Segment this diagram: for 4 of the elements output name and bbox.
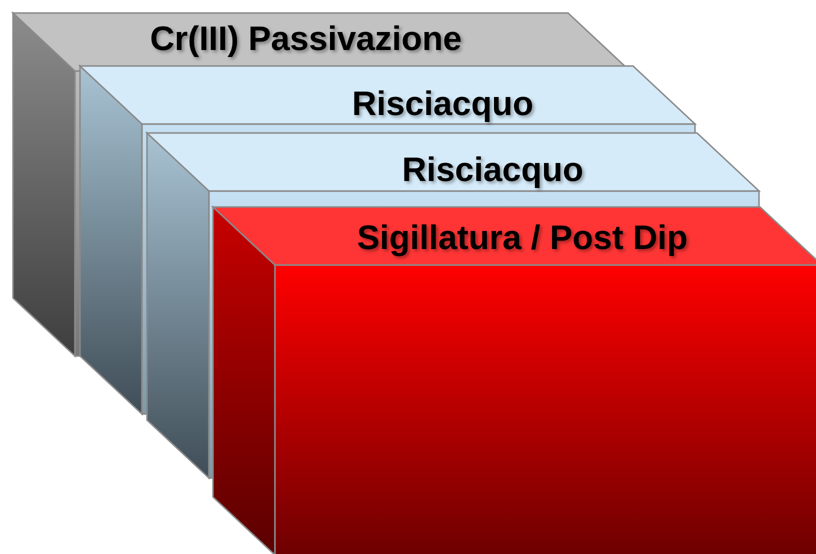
tank-label: Sigillatura / Post Dip <box>357 221 688 255</box>
tank-label: Risciacquo <box>352 87 534 121</box>
tank-label: Risciacquo <box>402 153 584 187</box>
tank-label: Cr(III) Passivazione <box>150 22 462 56</box>
